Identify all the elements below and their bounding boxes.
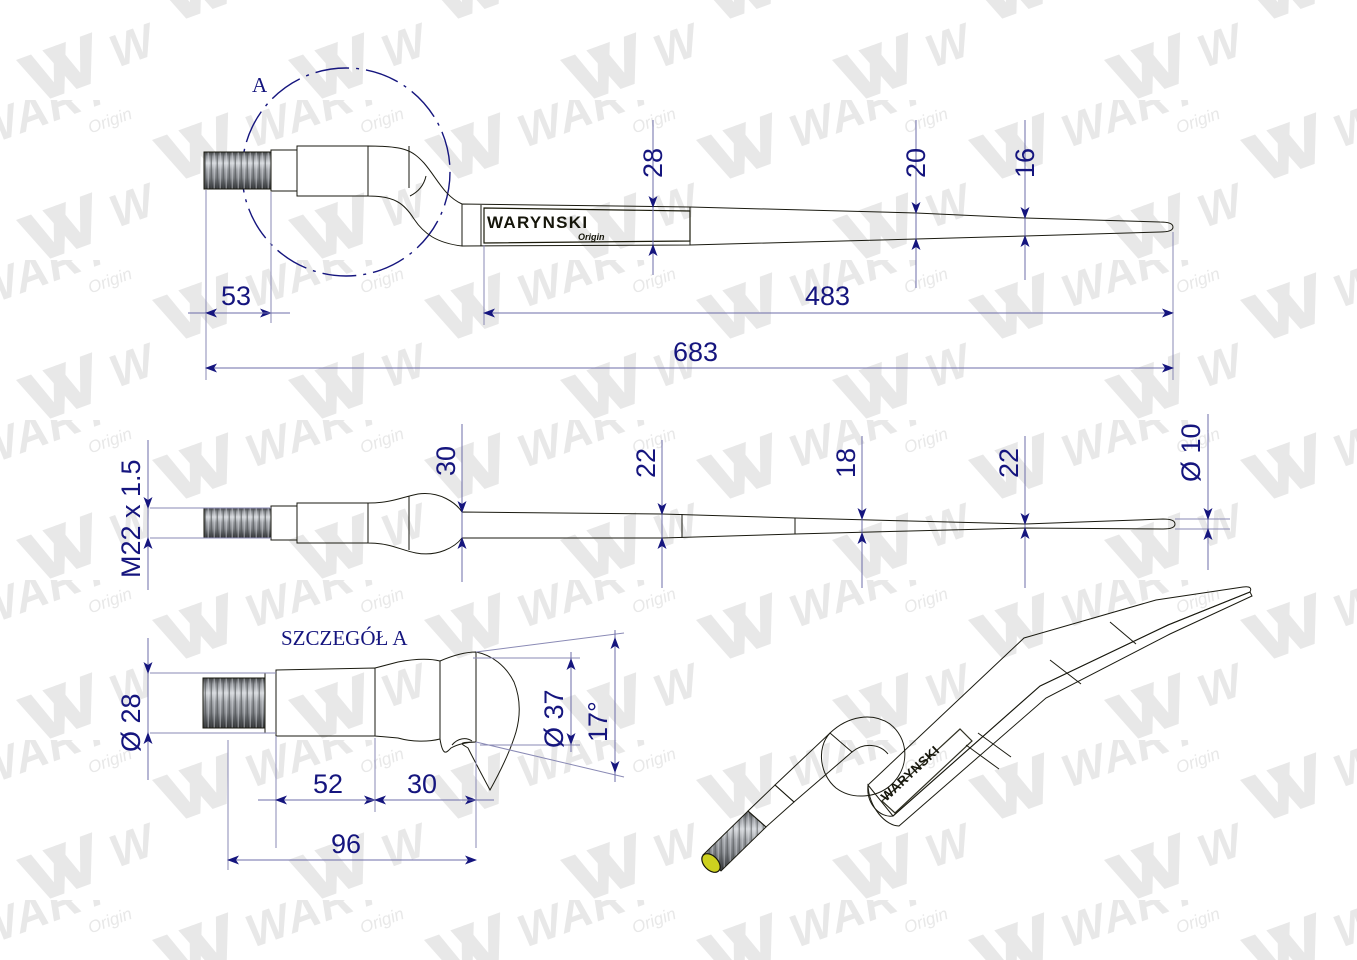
dim-16-top: 16 [1010,120,1040,280]
dim-dia10-side: Ø 10 [1175,414,1230,570]
iso-seam-3 [1049,659,1082,685]
dim-17deg-detail-label: 17° [583,701,613,742]
dim-30-side-label: 30 [431,446,461,476]
dim-53-top: 53 [188,190,290,380]
detail-callout-circle [241,67,451,277]
iso-tine-side-face [867,591,1253,827]
dim-m22-side-label: M22 x 1.5 [116,459,146,578]
dim-16-top-label: 16 [1010,148,1040,178]
dim-96-detail-label: 96 [331,829,361,859]
detail-view-step [264,672,277,734]
product-logo-sub: Origin [578,232,605,242]
dim-22a-side-label: 22 [631,448,661,478]
dim-22b-side-label: 22 [994,448,1024,478]
dim-52-detail-label: 52 [313,769,343,799]
dim-96-detail: 96 [227,740,477,870]
top-view-thread [203,151,272,190]
side-view-bulb [367,493,463,555]
iso-shank [774,732,853,803]
product-logo-iso-brand: WARYNSKI [878,742,943,804]
iso-thread [701,810,767,873]
top-view: A [188,67,1174,380]
dim-683-top-label: 683 [673,337,718,367]
dim-18-side: 18 [831,436,867,588]
detail-view-blade-flare [461,651,520,792]
dim-483-top-label: 483 [805,281,850,311]
side-view-blade [461,511,1176,539]
iso-bulb-crease [851,745,889,755]
dim-22b-side: 22 [994,436,1030,588]
dim-30-side: 30 [431,424,467,582]
top-view-bend-crease [409,175,427,197]
iso-seam-4 [1109,621,1137,645]
product-logo-brand: WARYNSKI [487,213,588,232]
dim-30-detail-label: 30 [407,769,437,799]
dim-dia37-detail: Ø 37 [473,652,580,752]
iso-seam-1 [965,744,1000,770]
dim-28-top: 28 [638,120,668,275]
dim-dia10-side-label: Ø 10 [1176,423,1206,482]
dim-18-side-label: 18 [831,448,861,478]
side-view-shank-step [270,505,298,541]
isometric-view: WARYNSKI [701,586,1253,873]
dim-20-top-label: 20 [901,148,931,178]
detail-view-title: SZCZEGÓŁ A [281,626,408,650]
top-view-shank [296,145,369,197]
side-view-shank [296,502,369,544]
product-logo-iso-view: WARYNSKI [878,728,973,814]
detail-view-head [439,651,477,753]
detail-view-neck [374,658,441,742]
side-view-thread [203,507,272,539]
dim-52-detail: 52 [258,736,394,848]
top-view-shank-step1 [270,149,298,192]
product-logo-top-view: WARYNSKI Origin [483,207,691,244]
dim-20-top: 20 [901,120,931,288]
detail-callout-label: A [252,73,268,97]
detail-view-shank [275,667,376,737]
dim-53-top-label: 53 [221,281,251,311]
detail-view-a: SZCZEGÓŁ A [116,626,625,870]
dim-dia28-detail-label: Ø 28 [116,693,146,752]
dim-dia37-detail-label: Ø 37 [539,689,569,748]
iso-tine-top-face [867,586,1252,817]
side-view: M22 x 1.5 30 22 [116,414,1230,590]
dim-683-top: 683 [205,313,1174,380]
dim-28-top-label: 28 [638,148,668,178]
detail-view-thread [202,677,266,729]
